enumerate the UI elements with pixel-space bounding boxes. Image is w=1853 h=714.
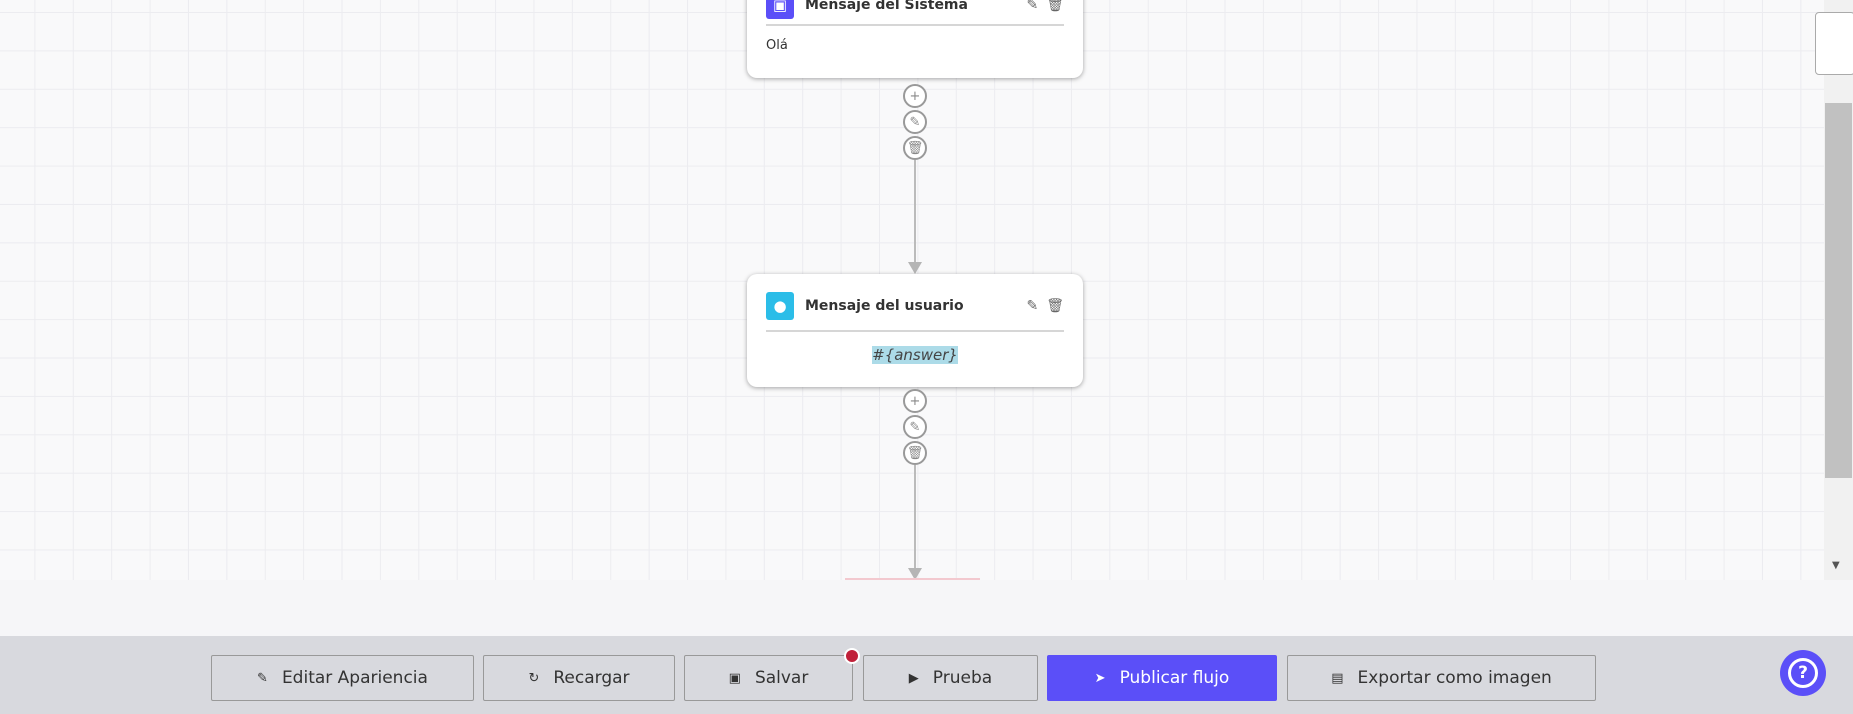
connector-line — [914, 160, 916, 262]
button-label: Publicar flujo — [1119, 668, 1230, 688]
button-label: Prueba — [932, 668, 993, 688]
delete-connection-button[interactable]: 🗑 — [903, 441, 927, 465]
help-button[interactable]: ? — [1780, 650, 1826, 696]
trash-icon[interactable]: 🗑 — [1046, 298, 1064, 314]
refresh-icon: ↻ — [528, 670, 540, 686]
connector-arrow — [908, 262, 922, 274]
node-body: Olá — [766, 38, 788, 53]
user-icon: ● — [766, 292, 794, 320]
pencil-icon[interactable]: ✎ — [1026, 298, 1039, 314]
connector-arrow — [908, 568, 922, 580]
scrollbar-thumb[interactable] — [1825, 103, 1852, 478]
edit-icon: ✎ — [257, 670, 268, 686]
flow-canvas[interactable]: ▣ Mensaje del Sistema ✎ 🗑 Olá + ✎ 🗑 ● Me… — [0, 0, 1824, 580]
publish-flow-button[interactable]: ➤ Publicar flujo — [1047, 655, 1277, 701]
question-icon: ? — [1788, 658, 1818, 688]
edit-connection-button[interactable]: ✎ — [903, 415, 927, 439]
edit-appearance-button[interactable]: ✎ Editar Apariencia — [211, 655, 474, 701]
connector-line — [914, 465, 916, 570]
play-icon: ▶ — [908, 670, 919, 686]
node-body: #{answer} — [872, 346, 958, 364]
delete-connection-button[interactable]: 🗑 — [903, 136, 927, 160]
button-label: Recargar — [553, 668, 630, 688]
save-button[interactable]: ▣ Salvar — [684, 655, 853, 701]
reload-button[interactable]: ↻ Recargar — [483, 655, 675, 701]
button-label: Exportar como imagen — [1357, 668, 1552, 688]
minimap-panel[interactable] — [1815, 12, 1853, 75]
export-image-button[interactable]: ▤ Exportar como imagen — [1287, 655, 1596, 701]
add-node-button[interactable]: + — [903, 389, 927, 413]
unsaved-indicator — [844, 648, 860, 664]
rocket-icon: ➤ — [1094, 670, 1106, 686]
trash-icon[interactable]: 🗑 — [1046, 0, 1064, 13]
node-title: Mensaje del usuario — [805, 298, 964, 314]
pencil-icon[interactable]: ✎ — [1026, 0, 1039, 13]
robot-icon: ▣ — [766, 0, 794, 19]
node-user-message[interactable]: ● Mensaje del usuario ✎ 🗑 #{answer} — [747, 274, 1083, 387]
button-label: Editar Apariencia — [281, 668, 428, 688]
button-label: Salvar — [754, 668, 809, 688]
edit-connection-button[interactable]: ✎ — [903, 110, 927, 134]
floppy-icon: ▣ — [728, 670, 741, 686]
node-system-message[interactable]: ▣ Mensaje del Sistema ✎ 🗑 Olá — [747, 0, 1083, 78]
add-node-button[interactable]: + — [903, 84, 927, 108]
test-button[interactable]: ▶ Prueba — [863, 655, 1038, 701]
scroll-down-arrow-icon[interactable]: ▼ — [1832, 560, 1840, 571]
image-icon: ▤ — [1331, 670, 1344, 686]
next-node-edge — [845, 578, 980, 580]
bottom-toolbar: ✎ Editar Apariencia ↻ Recargar ▣ Salvar ▶ Pr… — [0, 636, 1853, 714]
node-title: Mensaje del Sistema — [805, 0, 968, 13]
